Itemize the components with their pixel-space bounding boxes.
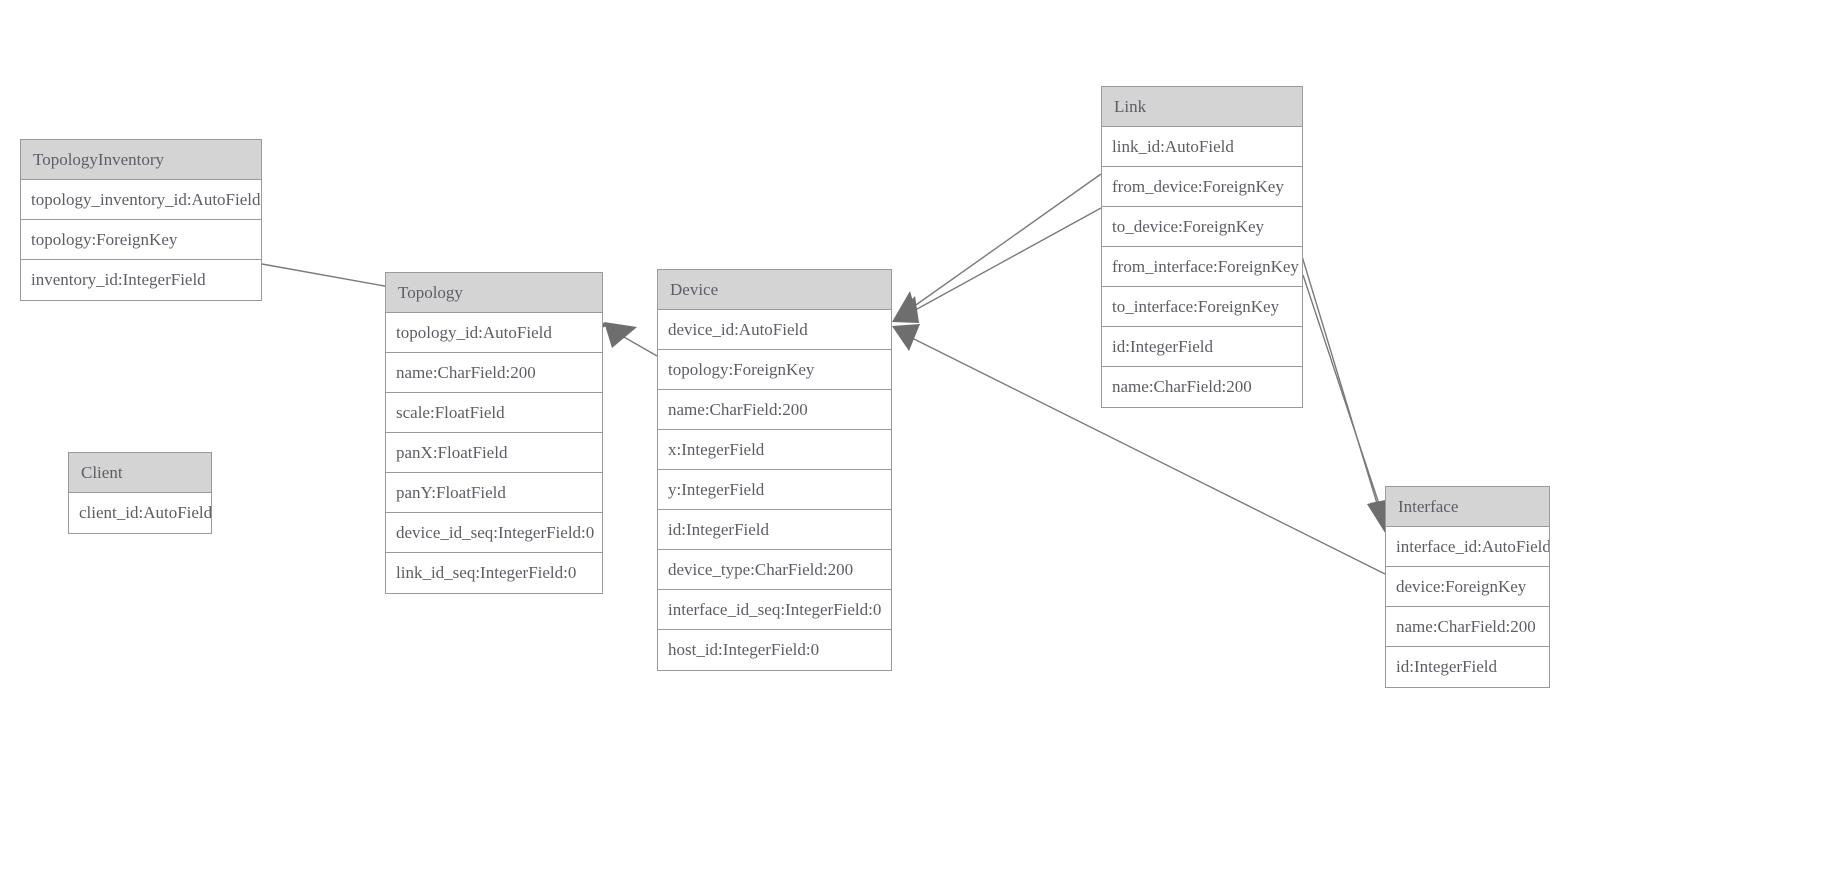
- relationship-link-from-device: [892, 173, 1102, 322]
- entity-field: link_id:AutoField: [1102, 127, 1302, 167]
- entity-field: from_device:ForeignKey: [1102, 167, 1302, 207]
- entity-title-link: Link: [1102, 87, 1302, 127]
- entity-field: topology:ForeignKey: [658, 350, 891, 390]
- entity-field: topology_id:AutoField: [386, 313, 602, 353]
- entity-field: to_interface:ForeignKey: [1102, 287, 1302, 327]
- entity-topology[interactable]: Topology topology_id:AutoField name:Char…: [385, 272, 603, 594]
- entity-device[interactable]: Device device_id:AutoField topology:Fore…: [657, 269, 892, 671]
- entity-field: interface_id:AutoField: [1386, 527, 1549, 567]
- relationship-link-from-interface: [1297, 242, 1394, 536]
- entity-field: client_id:AutoField: [69, 493, 211, 533]
- entity-client[interactable]: Client client_id:AutoField: [68, 452, 212, 534]
- relationship-link-to-interface: [1302, 274, 1396, 536]
- entity-field: from_interface:ForeignKey: [1102, 247, 1302, 287]
- entity-title-topologyinventory: TopologyInventory: [21, 140, 261, 180]
- entity-field: panY:FloatField: [386, 473, 602, 513]
- entity-field: host_id:IntegerField:0: [658, 630, 891, 670]
- entity-link[interactable]: Link link_id:AutoField from_device:Forei…: [1101, 86, 1303, 408]
- relationship-device-topology: [604, 322, 658, 357]
- entity-title-interface: Interface: [1386, 487, 1549, 527]
- entity-field: device:ForeignKey: [1386, 567, 1549, 607]
- entity-field: to_device:ForeignKey: [1102, 207, 1302, 247]
- entity-title-topology: Topology: [386, 273, 602, 313]
- entity-field: link_id_seq:IntegerField:0: [386, 553, 602, 593]
- entity-field: id:IntegerField: [658, 510, 891, 550]
- entity-field: x:IntegerField: [658, 430, 891, 470]
- entity-field: interface_id_seq:IntegerField:0: [658, 590, 891, 630]
- entity-field: topology_inventory_id:AutoField: [21, 180, 261, 220]
- entity-field: name:CharField:200: [386, 353, 602, 393]
- entity-field: name:CharField:200: [1386, 607, 1549, 647]
- relationship-link-to-device: [892, 207, 1102, 323]
- entity-topologyinventory[interactable]: TopologyInventory topology_inventory_id:…: [20, 139, 262, 301]
- entity-field: name:CharField:200: [658, 390, 891, 430]
- entity-title-client: Client: [69, 453, 211, 493]
- entity-field: name:CharField:200: [1102, 367, 1302, 407]
- entity-interface[interactable]: Interface interface_id:AutoField device:…: [1385, 486, 1550, 688]
- entity-field: scale:FloatField: [386, 393, 602, 433]
- entity-field: id:IntegerField: [1386, 647, 1549, 687]
- entity-field: device_id:AutoField: [658, 310, 891, 350]
- entity-field: device_type:CharField:200: [658, 550, 891, 590]
- entity-field: inventory_id:IntegerField: [21, 260, 261, 300]
- entity-field: panX:FloatField: [386, 433, 602, 473]
- entity-field: id:IntegerField: [1102, 327, 1302, 367]
- entity-field: topology:ForeignKey: [21, 220, 261, 260]
- entity-field: y:IntegerField: [658, 470, 891, 510]
- entity-field: device_id_seq:IntegerField:0: [386, 513, 602, 553]
- entity-title-device: Device: [658, 270, 891, 310]
